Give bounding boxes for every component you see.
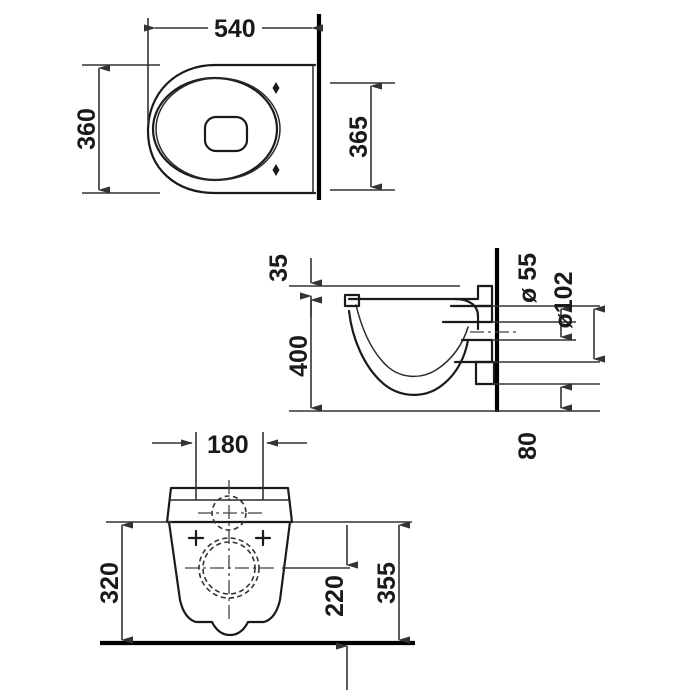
toilet-plan-outline <box>146 63 305 195</box>
dim-label-d102: ø102 <box>550 272 578 329</box>
dim-label-360: 360 <box>73 108 101 150</box>
seat-inner-ring-offset <box>155 77 281 181</box>
mounting-mark-lower <box>272 164 280 176</box>
dim-label-400: 400 <box>285 335 313 377</box>
dim-label-180: 180 <box>207 431 249 459</box>
fixing-mark-left <box>187 529 205 547</box>
fixing-mark-right <box>254 529 272 547</box>
dim-label-365: 365 <box>345 116 373 158</box>
water-supply-hole-hidden <box>211 495 247 531</box>
dim-label-35: 35 <box>265 254 293 282</box>
toilet-side-bowl-inner <box>355 304 469 378</box>
mounting-mark-upper <box>272 82 280 94</box>
outlet-lower-fixing <box>474 360 496 386</box>
bowl-front-outline <box>167 520 292 637</box>
dim-label-540: 540 <box>214 15 256 43</box>
flush-opening <box>203 115 249 153</box>
top-plan-view: 540 360 365 <box>73 14 395 200</box>
toilet-side-bowl-underside <box>347 309 470 396</box>
dim-label-220: 220 <box>321 575 349 617</box>
dim-label-320: 320 <box>96 562 124 604</box>
dim-label-355: 355 <box>373 562 401 604</box>
dim-label-d55: ø 55 <box>514 253 542 303</box>
waste-outlet-inner-hidden <box>202 541 256 595</box>
waste-outlet-hole-hidden <box>198 537 260 599</box>
outlet-connector-body <box>441 304 494 324</box>
side-section-view: 35 400 ø 55 ø102 80 <box>265 248 605 460</box>
outlet-connector-mid <box>453 338 494 364</box>
front-elevation-view: 180 320 220 355 <box>96 431 415 690</box>
pan-front-lip-detail <box>343 293 361 308</box>
dim-label-80: 80 <box>514 432 542 460</box>
